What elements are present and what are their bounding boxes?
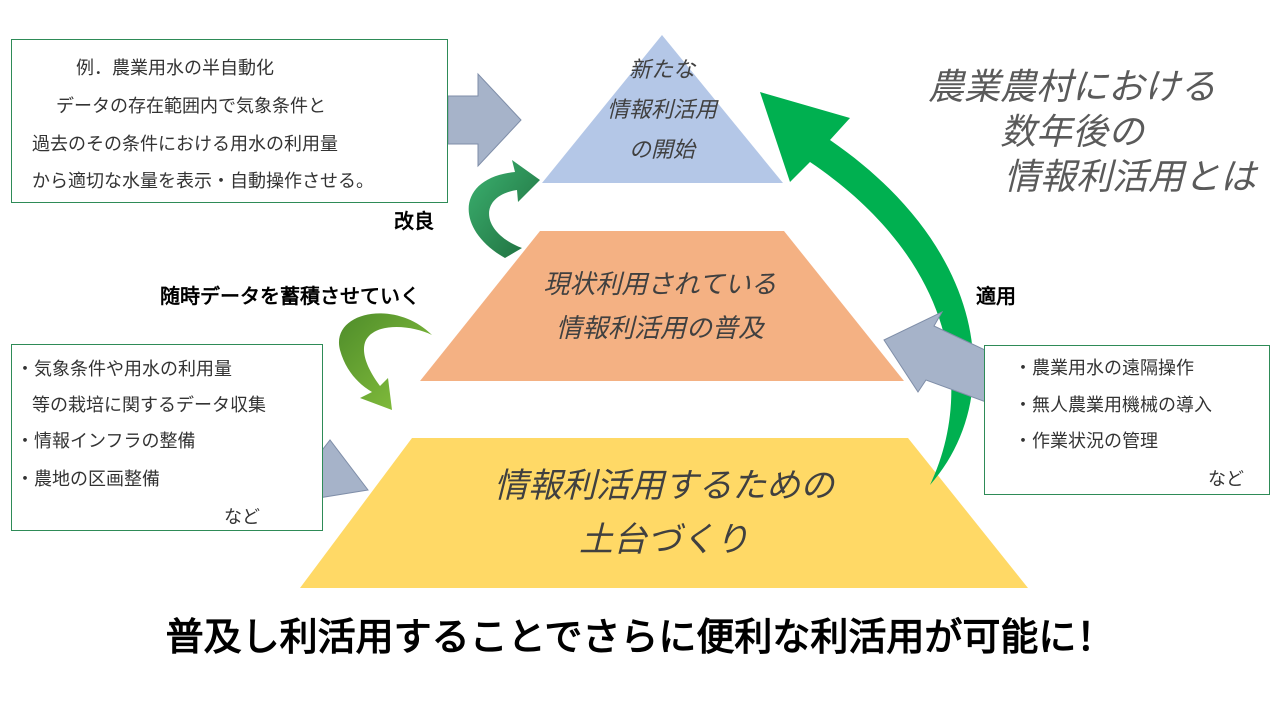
apply-curved-arrow bbox=[760, 92, 974, 485]
left-line-4: ・農地の区画整備 bbox=[16, 469, 160, 490]
pyramid-middle-level bbox=[420, 231, 904, 381]
pyramid-bottom-line-1: 情報利活用するための bbox=[494, 466, 834, 506]
right-line-2: ・無人農業用機械の導入 bbox=[1014, 395, 1212, 416]
pyramid-bottom-level bbox=[300, 438, 1028, 588]
right-line-3: ・作業状況の管理 bbox=[1014, 431, 1158, 452]
pyramid-top-line-2: 情報利活用 bbox=[606, 98, 717, 123]
right-line-4: など bbox=[1208, 469, 1244, 490]
right-line-1: ・農業用水の遠隔操作 bbox=[1014, 358, 1194, 379]
example-block-arrow bbox=[447, 72, 522, 168]
right-block-arrow bbox=[883, 310, 1003, 403]
pyramid-middle-line-2: 情報利活用の普及 bbox=[555, 314, 764, 344]
left-box bbox=[11, 344, 323, 531]
apply-label: 適用 bbox=[976, 284, 1016, 308]
title-line-3: 情報利活用とは bbox=[1004, 157, 1257, 198]
pyramid-top-level bbox=[542, 35, 783, 183]
pyramid-top-line-3: の開始 bbox=[628, 138, 695, 163]
example-line-1: 例．農業用水の半自動化 bbox=[76, 58, 274, 79]
left-line-3: ・情報インフラの整備 bbox=[16, 431, 196, 452]
example-line-3: 過去のその条件における用水の利用量 bbox=[32, 134, 338, 155]
accumulate-curved-arrow bbox=[338, 313, 432, 410]
example-box bbox=[11, 39, 448, 203]
right-box bbox=[984, 345, 1270, 495]
pyramid-top-line-1: 新たな bbox=[628, 58, 695, 83]
accumulate-label: 随時データを蓄積させていく bbox=[160, 284, 420, 308]
bottom-message: 普及し利活用することでさらに便利な利活用が可能に！ bbox=[165, 615, 1115, 659]
left-line-2: 等の栽培に関するデータ収集 bbox=[32, 395, 266, 416]
title-line-2: 数年後の bbox=[1000, 112, 1145, 153]
improve-label: 改良 bbox=[394, 209, 434, 233]
left-line-5: など bbox=[224, 507, 260, 528]
improve-curved-arrow bbox=[468, 160, 540, 258]
pyramid-middle-line-1: 現状利用されている bbox=[543, 270, 777, 300]
example-line-4: から適切な水量を表示・自動操作させる。 bbox=[32, 171, 374, 192]
left-line-1: ・気象条件や用水の利用量 bbox=[16, 359, 232, 380]
title-line-1: 農業農村における bbox=[928, 67, 1217, 108]
pyramid-bottom-line-2: 土台づくり bbox=[579, 520, 749, 560]
example-line-2: データの存在範囲内で気象条件と bbox=[56, 96, 326, 117]
